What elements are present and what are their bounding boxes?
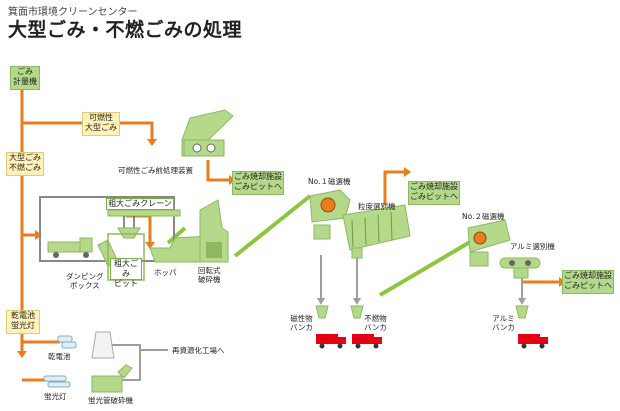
noncomb-bunker-label: 不燃物バンカ	[364, 314, 387, 332]
dry-cell-label: 乾電池	[48, 352, 71, 361]
incineration-destination-1: ごみ焼却施設ごみピットへ	[232, 171, 284, 195]
hopper-label: ホッパ	[154, 268, 177, 277]
pre-treatment-label: 可燃性ごみ前処理装置	[118, 166, 193, 175]
alu-bunker-label: アルミバンカ	[492, 314, 515, 332]
bunker-shapes	[315, 305, 529, 319]
magnetic-bunker-label: 磁性物バンカ	[290, 314, 313, 332]
sieve-label: 粒度選別機	[358, 202, 396, 211]
combustible-large-box: 可燃性大型ごみ	[82, 112, 120, 136]
sieve-shape	[342, 204, 411, 259]
pit-shape	[107, 233, 145, 281]
mag-separator-1-label: No.１磁選機	[308, 177, 351, 186]
large-noncomb-box: 大型ごみ不燃ごみ	[6, 152, 44, 176]
mag-separator-2-label: No.２磁選機	[462, 212, 505, 221]
crusher-label: 回転式破砕機	[198, 266, 221, 284]
page-title: 大型ごみ・不燃ごみの処理	[8, 19, 243, 41]
pit-label-box: 粗大ごみピット	[110, 258, 142, 288]
dumping-truck-shape	[47, 237, 93, 258]
battery-fluor-box: 乾電池蛍光灯	[6, 310, 40, 334]
incineration-destination-3: ごみ焼却施設ごみピットへ	[562, 270, 614, 294]
gray-arrowheads	[317, 298, 526, 305]
subtitle: 箕面市環境クリーンセンター	[8, 7, 138, 18]
alu-separator-label: アルミ選別機	[510, 242, 555, 251]
collection-bag-icon	[91, 331, 115, 359]
dumping-box-label: ダンピングボックス	[66, 272, 104, 290]
crane-label-box: 粗大ごみクレーン	[106, 198, 174, 210]
alu-separator-shape	[499, 257, 541, 279]
weighbridge-box: ごみ計量機	[10, 66, 40, 90]
dry-cell-icon	[57, 335, 77, 349]
incineration-destination-2: ごみ焼却施設ごみピットへ	[408, 181, 460, 205]
orange-arrowheads	[17, 139, 566, 358]
fluor-crusher-label: 蛍光管破砕機	[88, 396, 133, 405]
fluorescent-label: 蛍光灯	[44, 392, 67, 401]
recycle-plant-label: 再資源化工場へ	[172, 346, 225, 355]
fluorescent-tube-icon	[43, 375, 71, 388]
crane-beam	[107, 209, 181, 217]
green-flow-lines	[166, 194, 472, 297]
red-trucks	[316, 334, 548, 344]
fluor-crusher-shape	[91, 364, 133, 393]
